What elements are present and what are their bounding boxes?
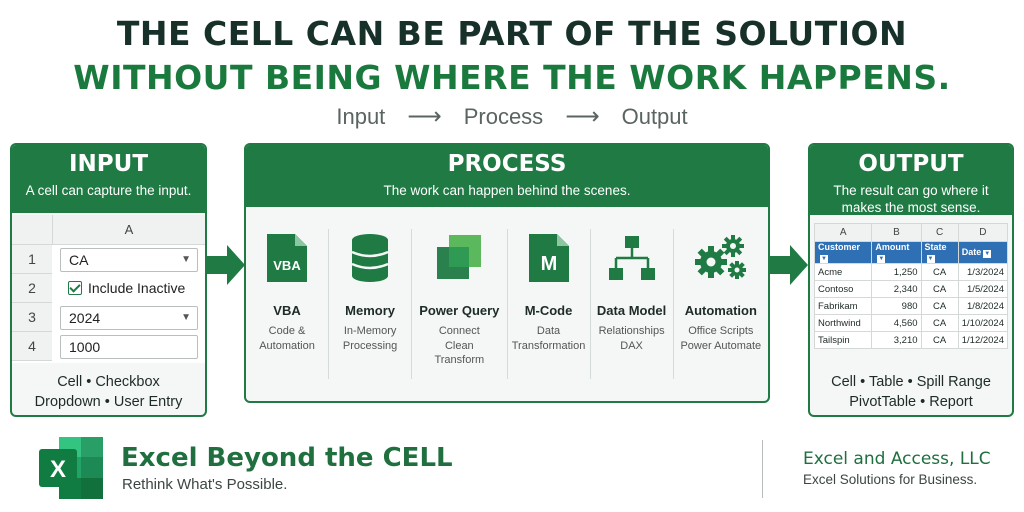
logo-letter: X <box>50 456 66 483</box>
arrow-right-icon <box>205 245 245 285</box>
input-panel: INPUT A cell can capture the input. A 1 … <box>10 143 207 417</box>
input-foot-line-2: Dropdown • User Entry <box>34 394 183 410</box>
output-title: OUTPUT <box>858 151 964 177</box>
m-code-file-icon: M <box>528 234 569 282</box>
brand-name: Excel Beyond the CELL <box>121 443 453 473</box>
dropdown-value: 2024 <box>69 310 101 326</box>
input-foot-line-1: Cell • Checkbox <box>57 374 160 390</box>
company-name: Excel and Access, LLC <box>803 449 991 469</box>
flow-summary: Input ⟶ Process ⟶ Output <box>0 102 1024 131</box>
column-header-a: A <box>52 215 205 245</box>
chevron-down-icon[interactable]: ▼ <box>181 312 191 323</box>
flow-step-input: Input <box>336 103 386 129</box>
filter-dropdown-icon[interactable]: ▼ <box>877 255 886 263</box>
state-dropdown[interactable]: CA ▼ <box>60 248 198 272</box>
checkbox-label: Include Inactive <box>88 280 186 296</box>
input-title: INPUT <box>68 151 149 177</box>
filter-dropdown-icon[interactable]: ▼ <box>983 250 992 258</box>
gears-icon <box>694 235 746 279</box>
database-icon <box>351 234 389 282</box>
entry-value: 1000 <box>69 339 101 355</box>
table-header-row: Customer▼ Amount▼ State▼ Date▼ <box>813 241 1009 264</box>
process-item-name: Power Query <box>419 303 500 318</box>
input-panel-header: INPUT A cell can capture the input. <box>12 145 205 213</box>
row-number: 1 <box>12 245 52 274</box>
year-dropdown[interactable]: 2024 ▼ <box>60 306 198 330</box>
hierarchy-icon <box>608 236 655 280</box>
process-item-vba: VBA VBA Code &Automation <box>246 229 330 379</box>
output-foot-line-2: PivotTable • Report <box>849 394 973 410</box>
headline-line-2: WITHOUT BEING WHERE THE WORK HAPPENS. <box>73 58 951 97</box>
include-inactive-checkbox[interactable]: Include Inactive <box>60 277 198 301</box>
chevron-down-icon[interactable]: ▼ <box>181 254 191 265</box>
process-items: VBA VBA Code &Automation Memory In-Me <box>246 229 768 379</box>
vba-file-icon: VBA <box>267 234 308 282</box>
arrow-right-icon: ⟶ <box>407 103 442 130</box>
output-foot-line-1: Cell • Table • Spill Range <box>831 374 991 390</box>
flow-step-process: Process <box>463 103 544 129</box>
company-tagline: Excel Solutions for Business. <box>803 472 978 487</box>
process-item-name: Automation <box>684 303 757 318</box>
checkbox-checked-icon[interactable] <box>68 281 82 295</box>
brand-tagline: Rethink What's Possible. <box>122 476 288 493</box>
process-title: PROCESS <box>447 151 567 177</box>
vba-icon-text: VBA <box>273 258 301 273</box>
footer-divider <box>762 440 763 498</box>
grid-corner <box>12 215 52 245</box>
process-item-name: Data Model <box>596 303 667 318</box>
filter-dropdown-icon[interactable]: ▼ <box>820 255 828 263</box>
row-number: 4 <box>12 332 52 361</box>
process-panel: PROCESS The work can happen behind the s… <box>244 143 770 403</box>
input-subtitle: A cell can capture the input. <box>25 183 192 198</box>
process-item-desc: Code &Automation <box>259 325 315 352</box>
process-item-name: Memory <box>345 303 396 318</box>
process-panel-header: PROCESS The work can happen behind the s… <box>246 145 768 207</box>
header-cell: Date▼ <box>957 241 1009 264</box>
process-item-name: M-Code <box>524 303 573 318</box>
process-subtitle: The work can happen behind the scenes. <box>383 183 631 198</box>
m-icon-text: M <box>540 253 557 275</box>
filter-dropdown-icon[interactable]: ▼ <box>926 255 935 263</box>
row-number: 3 <box>12 303 52 332</box>
input-sheet-grid: A 1 CA ▼ 2 Include Inactive 3 2024 ▼ 4 1… <box>12 215 205 363</box>
flow-step-output: Output <box>621 103 688 129</box>
arrow-right-icon <box>768 245 808 285</box>
header-cell: Customer▼ <box>813 241 873 264</box>
header-cell: Amount▼ <box>871 241 922 264</box>
arrow-right-icon: ⟶ <box>565 103 600 130</box>
headline-line-1: THE CELL CAN BE PART OF THE SOLUTION <box>116 14 908 53</box>
process-item-name: VBA <box>273 303 301 318</box>
dropdown-value: CA <box>69 252 89 268</box>
user-entry-cell[interactable]: 1000 <box>60 335 198 359</box>
header-cell: State▼ <box>920 241 959 264</box>
row-number: 2 <box>12 274 52 303</box>
power-query-icon <box>437 235 482 279</box>
excel-logo-icon: X <box>39 437 103 499</box>
